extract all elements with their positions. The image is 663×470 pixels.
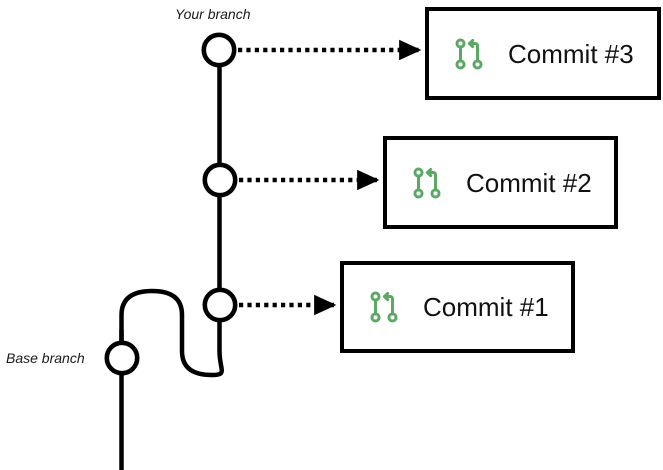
commit-label-1: Commit #1 [423,292,549,322]
your-branch-label: Your branch [175,6,251,22]
commit-card-2[interactable]: Commit #2 [383,136,618,229]
base-branch-label: Base branch [6,350,85,366]
commit-node-2[interactable] [202,162,238,198]
branch-nodes [104,32,238,376]
git-pull-request-icon [370,291,398,323]
commit-label-3: Commit #3 [508,38,634,69]
base-branch-node[interactable] [104,340,140,376]
commit-connectors [238,39,422,316]
commit-node-1[interactable] [202,287,238,323]
commit-card-1[interactable]: Commit #1 [340,261,575,353]
git-pull-request-icon [413,166,441,199]
commit-label-2: Commit #2 [466,167,592,198]
git-pull-request-icon [455,37,483,70]
branch-lines [119,50,224,470]
commit-node-3[interactable] [201,32,237,68]
commit-card-3[interactable]: Commit #3 [425,7,661,100]
branch-merge-s-curve [119,288,224,378]
